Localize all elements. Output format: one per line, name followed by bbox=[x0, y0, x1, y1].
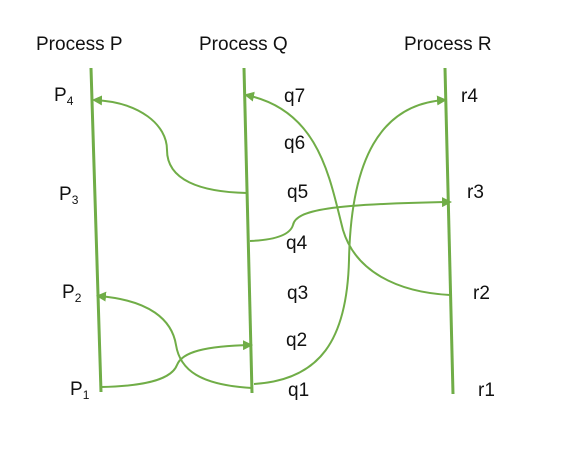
process-q-header: Process Q bbox=[199, 34, 288, 55]
event-r3-label: r3 bbox=[467, 182, 484, 203]
process-q-timeline bbox=[242, 67, 254, 394]
event-r4-label: r4 bbox=[461, 86, 478, 107]
process-r-timeline bbox=[443, 67, 455, 395]
process-r-header: Process R bbox=[404, 34, 492, 55]
process-p-timeline bbox=[89, 67, 103, 393]
event-q5-label: q5 bbox=[287, 182, 309, 203]
message-p1-to-q2 bbox=[100, 340, 253, 388]
message-q4-to-r3 bbox=[249, 197, 452, 242]
event-p4-label: P4 bbox=[54, 85, 74, 108]
message-q5-to-p4 bbox=[92, 95, 248, 194]
message-r2-to-q7 bbox=[244, 91, 451, 296]
event-q1-label: q1 bbox=[288, 380, 310, 401]
event-p2-label: P2 bbox=[62, 282, 82, 305]
event-q2-label: q2 bbox=[286, 330, 308, 351]
message-q1-to-r4 bbox=[253, 95, 447, 385]
event-r2-label: r2 bbox=[473, 283, 490, 304]
event-p3-label: P3 bbox=[59, 184, 79, 207]
message-q1-to-p2 bbox=[96, 291, 253, 389]
event-p1-label: P1 bbox=[70, 379, 90, 402]
process-p-header: Process P bbox=[36, 34, 123, 55]
event-q4-label: q4 bbox=[286, 233, 308, 254]
event-q6-label: q6 bbox=[284, 133, 306, 154]
event-r1-label: r1 bbox=[478, 380, 495, 401]
event-q7-label: q7 bbox=[284, 86, 306, 107]
event-q3-label: q3 bbox=[287, 283, 309, 304]
